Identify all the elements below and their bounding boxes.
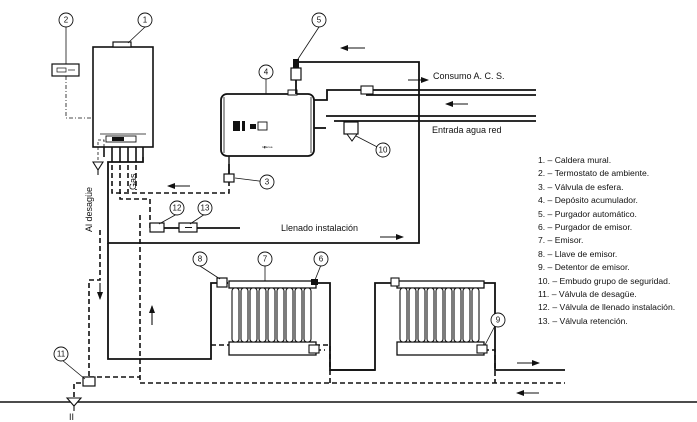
- callout-4: 4: [258, 64, 274, 80]
- legend-item: 5. – Purgador automático.: [538, 208, 637, 219]
- svg-text:8: 8: [198, 255, 203, 264]
- svg-text:2: 2: [64, 16, 69, 25]
- svg-text:5: 5: [317, 16, 322, 25]
- legend-item: 1. – Caldera mural.: [538, 155, 612, 165]
- right-radiator-valve: [390, 277, 400, 287]
- callout-6: 6: [313, 251, 329, 267]
- consumer-valve: [360, 85, 374, 95]
- callout-5: 5: [311, 12, 327, 28]
- emitter-detentor-right: [476, 344, 488, 354]
- floor-drain-funnel: [65, 397, 83, 411]
- consumo-label: Consumo A. C. S.: [433, 71, 505, 81]
- flow-arrows: [97, 45, 540, 396]
- legend-item: 6. – Purgador de emisor.: [538, 222, 633, 233]
- legend-item: 7. – Emisor.: [538, 235, 584, 246]
- legend-item: 4. – Depósito acumulador.: [538, 195, 638, 206]
- legend-item: 10. – Embudo grupo de seguridad.: [538, 275, 671, 286]
- svg-text:1: 1: [143, 16, 148, 25]
- legend: 1. – Caldera mural. 2. – Termostato de a…: [538, 154, 694, 328]
- wall-boiler: [92, 41, 154, 157]
- hot-water-tank: I▪▮Ecoa: [220, 89, 315, 164]
- radiator-left: [228, 280, 317, 356]
- automatic-purge-valve: [290, 59, 302, 81]
- svg-text:12: 12: [173, 204, 182, 213]
- emitter-key-valve: [216, 277, 228, 288]
- callout-8: 8: [192, 251, 208, 267]
- legend-item: 9. – Detentor de emisor.: [538, 262, 630, 273]
- legend-item: 3. – Válvula de esfera.: [538, 181, 624, 192]
- check-valve: [178, 222, 198, 233]
- boiler-drain-funnel: [92, 139, 105, 175]
- svg-text:10: 10: [379, 146, 388, 155]
- tank-brand: I▪▮Ecoa: [262, 145, 273, 149]
- svg-text:6: 6: [319, 255, 324, 264]
- legend-item: 2. – Termostato de ambiente.: [538, 168, 650, 179]
- fill-valve: [149, 222, 165, 233]
- ball-valve: [223, 169, 235, 183]
- callout-1: 1: [137, 12, 153, 28]
- radiator-right: [396, 280, 485, 356]
- room-thermostat: [51, 63, 93, 119]
- return-pipes: [73, 157, 565, 398]
- entrada-label: Entrada agua red: [432, 125, 502, 135]
- svg-text:4: 4: [264, 68, 269, 77]
- callout-7: 7: [257, 251, 273, 267]
- callout-10: 10: [375, 142, 391, 158]
- callout-3: 3: [259, 174, 275, 190]
- callout-9: 9: [490, 312, 506, 328]
- legend-item: 12. – Válvula de llenado instalación.: [538, 302, 676, 313]
- supply-pipes: [0, 61, 697, 403]
- drain-valve: [82, 376, 96, 387]
- gas-label: Gas: [128, 173, 138, 190]
- svg-text:3: 3: [265, 178, 270, 187]
- callout-11: 11: [53, 346, 69, 362]
- callout-13: 13: [197, 200, 213, 216]
- svg-text:13: 13: [201, 204, 210, 213]
- legend-item: 13. – Válvula retención.: [538, 315, 628, 326]
- safety-group-funnel: [343, 121, 359, 142]
- callout-2: 2: [58, 12, 74, 28]
- legend-item: 11. – Válvula de desagüe.: [538, 289, 637, 300]
- desague-label: Al desagüe: [84, 187, 94, 232]
- svg-text:11: 11: [57, 350, 66, 359]
- emitter-detentor-left: [308, 344, 320, 354]
- svg-text:7: 7: [263, 255, 268, 264]
- callout-12: 12: [169, 200, 185, 216]
- sink-mark: II: [69, 412, 74, 422]
- svg-text:9: 9: [496, 316, 501, 325]
- legend-item: 8. – Llave de emisor.: [538, 248, 618, 259]
- emitter-purge-valve: [311, 279, 318, 285]
- llenado-label: Llenado instalación: [281, 223, 358, 233]
